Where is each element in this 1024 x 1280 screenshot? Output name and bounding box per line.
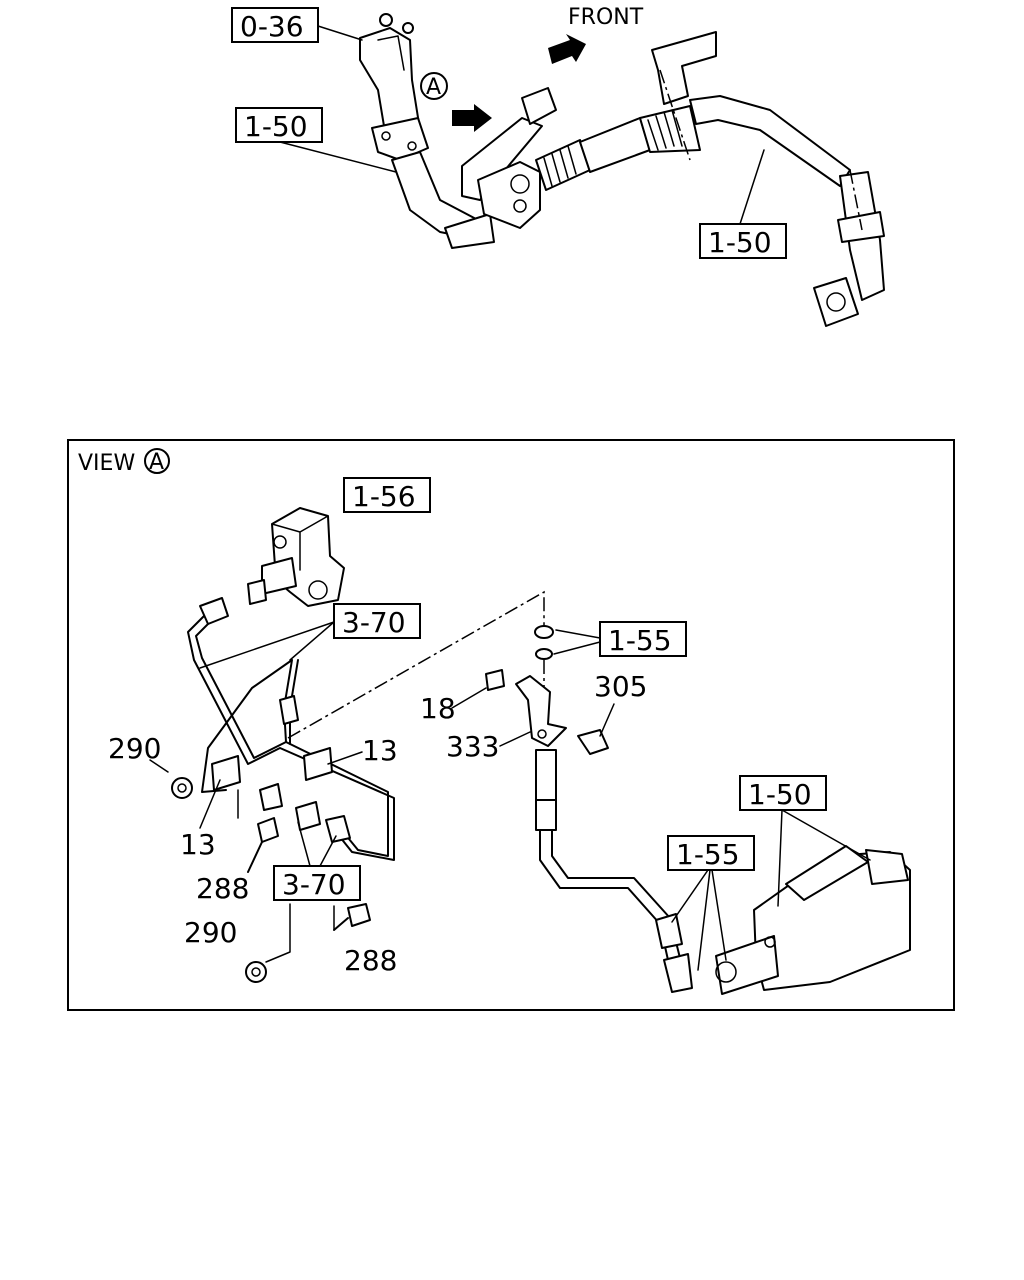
pipe-assembly-left <box>187 597 395 861</box>
part-number-288-lower: 288 <box>344 944 397 977</box>
svg-text:A: A <box>149 450 164 475</box>
view-a-marker-letter: A <box>426 75 441 100</box>
ref-box-3-70-upper: 3-70 <box>199 603 421 669</box>
view-a-title: VIEW A <box>78 448 170 476</box>
part-number-305: 305 <box>594 670 647 703</box>
svg-text:3-70: 3-70 <box>342 606 406 639</box>
svg-text:VIEW: VIEW <box>78 451 135 476</box>
ref-box-1-50-view-a: 1-50 <box>739 775 871 907</box>
bolt-288-lower <box>333 903 371 931</box>
part-number-13-right: 13 <box>362 734 398 767</box>
view-a-marker: A <box>420 72 492 132</box>
svg-text:1-50: 1-50 <box>708 226 772 259</box>
ref-box-0-36: 0-36 <box>231 7 363 43</box>
part-number-18: 18 <box>420 692 456 725</box>
ref-box-1-56: 1-56 <box>343 477 431 513</box>
view-a-arrow-icon <box>452 104 492 132</box>
ref-box-3-70-lower: 3-70 <box>273 821 361 901</box>
svg-text:1-50: 1-50 <box>244 110 308 143</box>
part-number-290-upper: 290 <box>108 732 161 765</box>
cooler-body-1-50 <box>715 845 911 995</box>
ref-box-1-55-lower: 1-55 <box>667 835 755 971</box>
part-number-290-lower: 290 <box>184 916 237 949</box>
exhaust-pipe-assembly <box>359 13 885 327</box>
view-a-frame <box>67 439 955 1011</box>
flex-hose <box>535 749 693 993</box>
svg-text:1-55: 1-55 <box>676 838 740 871</box>
guide-line <box>287 590 545 739</box>
svg-text:1-56: 1-56 <box>352 480 416 513</box>
svg-text:0-36: 0-36 <box>240 10 304 43</box>
nut-290-upper <box>149 759 193 799</box>
nut-290-lower <box>245 903 291 983</box>
part-number-333: 333 <box>446 730 499 763</box>
part-number-288-upper: 288 <box>196 872 249 905</box>
ref-box-1-50-right: 1-50 <box>699 149 787 259</box>
ref-box-1-55-upper: 1-55 <box>553 621 687 657</box>
egr-valve-1-56 <box>247 507 345 607</box>
svg-text:1-55: 1-55 <box>608 624 672 657</box>
svg-text:1-50: 1-50 <box>748 778 812 811</box>
bolt-288-upper <box>247 817 279 873</box>
front-label: FRONT <box>568 5 644 30</box>
svg-text:3-70: 3-70 <box>282 868 346 901</box>
front-direction-indicator: FRONT <box>548 5 644 64</box>
front-arrow-icon <box>548 34 586 64</box>
part-number-13-left: 13 <box>180 828 216 861</box>
ref-box-1-50-left: 1-50 <box>235 107 397 173</box>
